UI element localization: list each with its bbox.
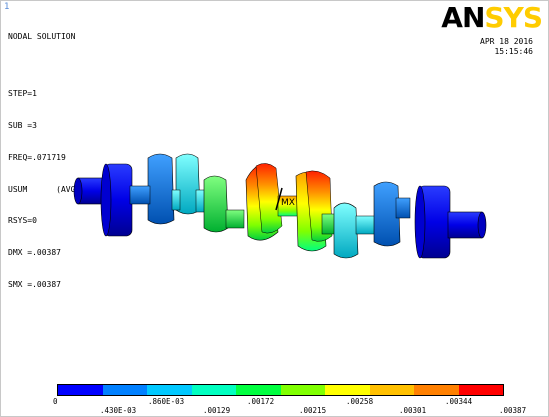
legend-top-label: .00172: [247, 397, 275, 406]
legend-bottom-label: .00301: [399, 406, 427, 415]
legend-color-band: [58, 385, 103, 395]
timestamp: APR 18 2016 15:15:46: [480, 37, 533, 57]
legend-bottom-label: .00387: [499, 406, 527, 415]
legend-color-band: [191, 385, 236, 395]
legend-color-band: [236, 385, 281, 395]
legend-color-band: [414, 385, 459, 395]
legend-color-band: [147, 385, 192, 395]
legend-color-band: [458, 385, 503, 395]
legend-color-band: [102, 385, 147, 395]
result-quantity-line: USUM (AVG): [8, 184, 81, 194]
legend-color-band: [369, 385, 414, 395]
smx-line: SMX =.00387: [8, 279, 61, 289]
legend-bottom-label: .00129: [203, 406, 231, 415]
solution-info-block: NODAL SOLUTION STEP=1 SUB =3 FREQ=.07171…: [8, 11, 80, 301]
ansys-logo: ANSYS: [441, 1, 543, 34]
rsys-line: RSYS=0: [8, 216, 37, 226]
time-text: 15:15:46: [494, 47, 533, 56]
legend-color-band: [325, 385, 370, 395]
contour-legend-bar: [57, 384, 504, 396]
crank-web-3: [203, 175, 229, 233]
crank-web-7: [373, 181, 401, 247]
legend-top-label: 0: [53, 397, 58, 406]
legend-color-band: [280, 385, 325, 395]
legend-bottom-label: .430E-03: [100, 406, 137, 415]
legend-top-label: .00344: [445, 397, 473, 406]
substep-line: SUB =3: [8, 120, 37, 130]
dmx-line: DMX =.00387: [8, 248, 61, 258]
right-shaft: [447, 211, 483, 239]
max-marker: MX: [281, 198, 295, 208]
frequency-line: FREQ=.071719: [8, 152, 66, 162]
result-title: NODAL SOLUTION: [8, 32, 76, 42]
legend-bottom-label: .00215: [299, 406, 327, 415]
crank-web-1: [147, 153, 175, 225]
date-text: APR 18 2016: [480, 37, 533, 46]
step-line: STEP=1: [8, 89, 37, 99]
window-number: 1: [4, 2, 10, 12]
legend-top-label: .860E-03: [148, 397, 185, 406]
legend-top-label: .00258: [346, 397, 374, 406]
crank-web-6: [333, 202, 359, 259]
